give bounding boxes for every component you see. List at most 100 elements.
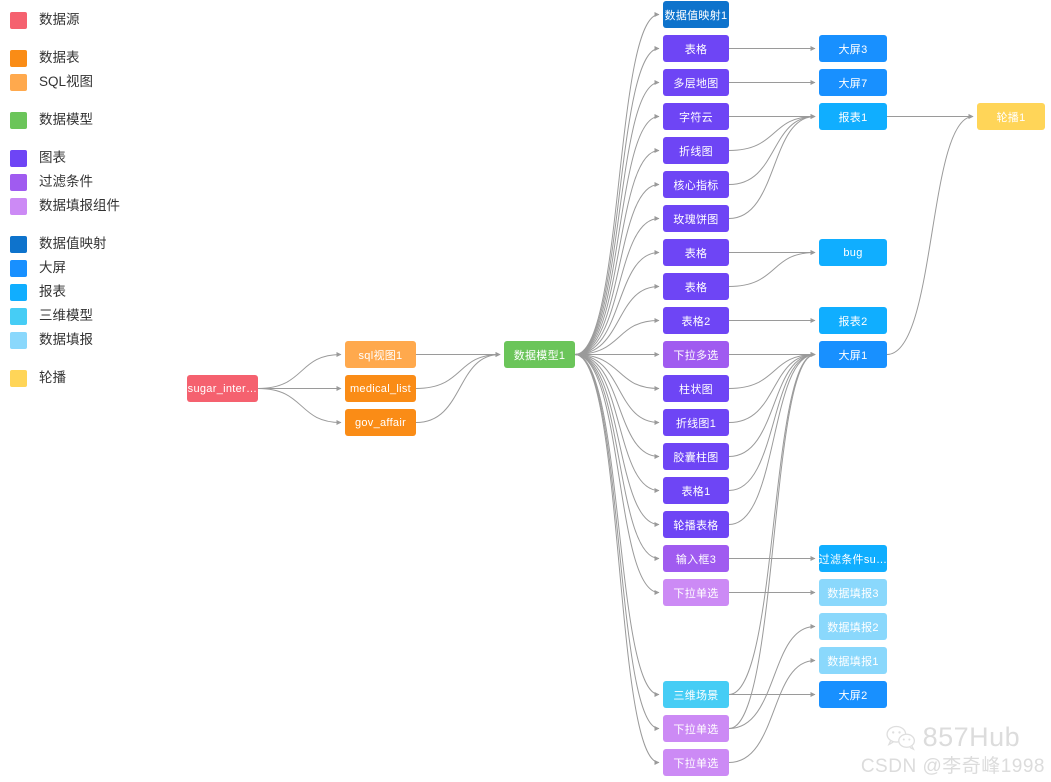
legend-item-label: 数据填报组件	[39, 198, 120, 214]
graph-node-model1[interactable]: 数据模型1	[504, 341, 575, 368]
legend-item: SQL视图	[10, 70, 190, 94]
graph-node-r08[interactable]: 数据填报3	[819, 579, 887, 606]
legend-item-label: 数据模型	[39, 112, 93, 128]
graph-edge	[728, 114, 816, 219]
graph-edge	[574, 354, 660, 493]
graph-node-label: 报表2	[838, 315, 868, 328]
graph-node-r10[interactable]: 数据填报1	[819, 647, 887, 674]
legend-item-label: 三维模型	[39, 308, 93, 324]
graph-node-tbl1[interactable]: sql视图1	[345, 341, 416, 368]
graph-node-r07[interactable]: 过滤条件su…	[819, 545, 887, 572]
legend-color-swatch	[10, 259, 27, 277]
graph-edge	[415, 352, 501, 423]
graph-node-m19[interactable]: 三维场景	[663, 681, 729, 708]
graph-node-label: gov_affair	[354, 416, 407, 429]
graph-node-m11[interactable]: 下拉多选	[663, 341, 729, 368]
graph-node-m17[interactable]: 输入框3	[663, 545, 729, 572]
graph-node-tbl2[interactable]: medical_list	[345, 375, 416, 402]
graph-node-r04[interactable]: bug	[819, 239, 887, 266]
legend-item: 报表	[10, 280, 190, 304]
graph-node-r11[interactable]: 大屏2	[819, 681, 887, 708]
graph-node-m21[interactable]: 下拉单选	[663, 749, 729, 776]
graph-edge	[574, 182, 660, 355]
graph-node-m18[interactable]: 下拉单选	[663, 579, 729, 606]
graph-edge	[415, 352, 501, 389]
graph-node-label: 大屏7	[838, 77, 868, 90]
legend-item-label: 大屏	[39, 260, 66, 276]
graph-node-m16[interactable]: 轮播表格	[663, 511, 729, 538]
graph-node-label: sugar_inter…	[187, 382, 258, 395]
legend-group: 图表过滤条件数据填报组件	[10, 146, 190, 218]
graph-node-label: 数据模型1	[513, 349, 566, 362]
watermark-subtitle: CSDN @李奇峰1998	[860, 756, 1045, 777]
legend-color-swatch	[10, 149, 27, 167]
legend-item: 大屏	[10, 256, 190, 280]
graph-node-r09[interactable]: 数据填报2	[819, 613, 887, 640]
graph-node-label: bug	[843, 246, 863, 259]
graph-edge	[574, 354, 660, 595]
graph-node-m07[interactable]: 玫瑰饼图	[663, 205, 729, 232]
legend-item-label: 数据填报	[39, 332, 93, 348]
graph-edge	[728, 114, 816, 185]
legend-item: 数据模型	[10, 108, 190, 132]
legend-color-swatch	[10, 11, 27, 29]
graph-edge	[574, 354, 660, 765]
graph-node-m09[interactable]: 表格	[663, 273, 729, 300]
graph-edge	[574, 114, 660, 355]
legend-item: 数据源	[10, 8, 190, 32]
graph-edge	[728, 352, 816, 695]
graph-node-label: 表格1	[681, 485, 711, 498]
graph-node-r03[interactable]: 报表1	[819, 103, 887, 130]
graph-edge	[574, 284, 660, 355]
graph-edge	[257, 352, 342, 389]
legend-item-label: 数据源	[39, 12, 80, 28]
graph-node-src1[interactable]: sugar_inter…	[187, 375, 258, 402]
graph-edge	[728, 352, 816, 423]
graph-node-label: 多层地图	[673, 77, 719, 90]
graph-node-m03[interactable]: 多层地图	[663, 69, 729, 96]
graph-node-m06[interactable]: 核心指标	[663, 171, 729, 198]
graph-node-m02[interactable]: 表格	[663, 35, 729, 62]
graph-node-label: 折线图	[679, 145, 713, 158]
legend-color-swatch	[10, 331, 27, 349]
graph-node-label: 表格2	[681, 315, 711, 328]
graph-node-m01[interactable]: 数据值映射1	[663, 1, 729, 28]
graph-node-m13[interactable]: 折线图1	[663, 409, 729, 436]
graph-node-m05[interactable]: 折线图	[663, 137, 729, 164]
graph-node-r02[interactable]: 大屏7	[819, 69, 887, 96]
graph-node-label: 表格	[684, 281, 708, 294]
graph-node-label: 数据填报2	[827, 621, 879, 634]
legend-group: 数据源	[10, 8, 190, 32]
graph-node-r06[interactable]: 大屏1	[819, 341, 887, 368]
graph-edge	[728, 114, 816, 151]
graph-node-m14[interactable]: 胶囊柱图	[663, 443, 729, 470]
graph-node-label: 折线图1	[675, 417, 717, 430]
graph-node-label: 报表1	[838, 111, 868, 124]
graph-node-m04[interactable]: 字符云	[663, 103, 729, 130]
graph-node-c01[interactable]: 轮播1	[977, 103, 1045, 130]
graph-node-m12[interactable]: 柱状图	[663, 375, 729, 402]
graph-node-m20[interactable]: 下拉单选	[663, 715, 729, 742]
graph-edge	[728, 658, 816, 763]
graph-node-m08[interactable]: 表格	[663, 239, 729, 266]
graph-node-m15[interactable]: 表格1	[663, 477, 729, 504]
graph-node-m10[interactable]: 表格2	[663, 307, 729, 334]
graph-node-label: 大屏1	[838, 349, 868, 362]
graph-edge	[728, 352, 816, 729]
legend-item-label: 过滤条件	[39, 174, 93, 190]
legend-item-label: SQL视图	[39, 74, 94, 90]
graph-edge	[728, 352, 816, 389]
graph-node-label: 核心指标	[673, 179, 719, 192]
graph-node-r01[interactable]: 大屏3	[819, 35, 887, 62]
graph-node-label: 大屏2	[838, 689, 868, 702]
legend-item-label: 数据值映射	[39, 236, 107, 252]
graph-node-r05[interactable]: 报表2	[819, 307, 887, 334]
graph-edge	[574, 216, 660, 355]
graph-node-label: 大屏3	[838, 43, 868, 56]
graph-edge	[574, 46, 660, 355]
graph-edge	[574, 354, 660, 425]
graph-node-label: 表格	[684, 43, 708, 56]
graph-node-tbl3[interactable]: gov_affair	[345, 409, 416, 436]
